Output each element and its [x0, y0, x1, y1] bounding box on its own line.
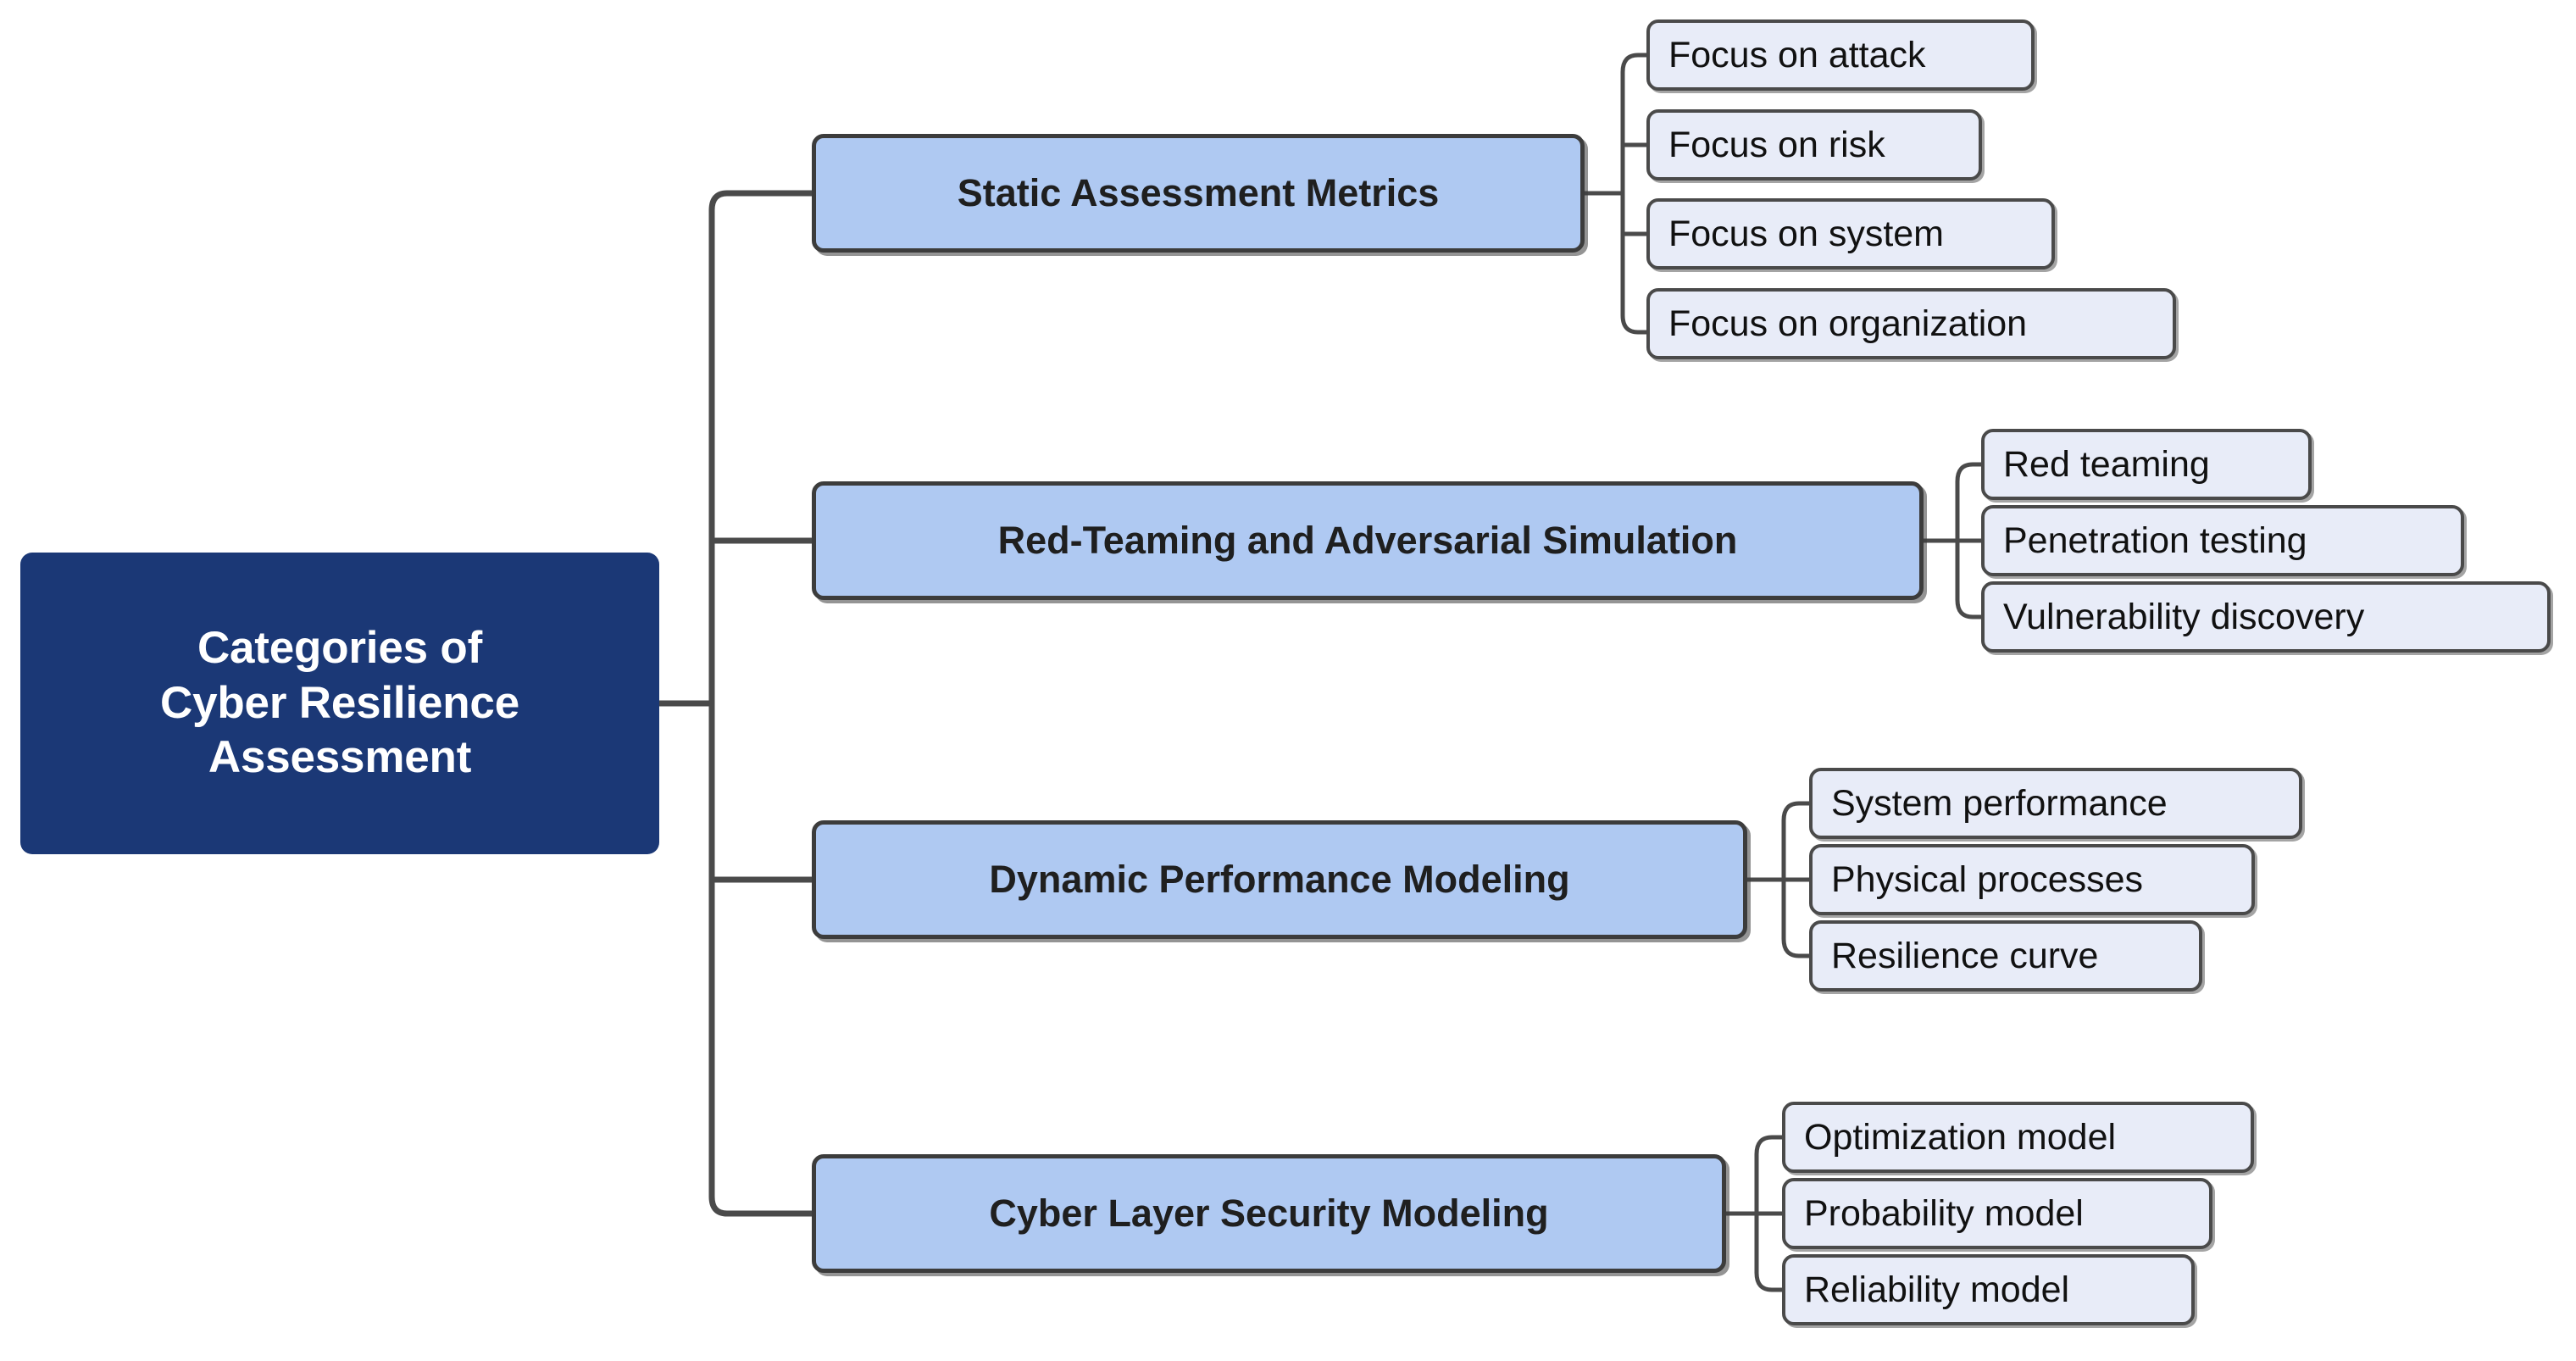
root-line-1: Categories of	[197, 623, 483, 674]
leaf-label: Focus on system	[1668, 213, 1944, 254]
category-label: Dynamic Performance Modeling	[989, 858, 1570, 901]
connector-main-trunk	[708, 190, 761, 1217]
leaf-label: Red teaming	[2003, 443, 2210, 485]
category-label: Cyber Layer Security Modeling	[989, 1192, 1549, 1235]
category-node-red-teaming-and-adversarial-simulation[interactable]: Red-Teaming and Adversarial Simulation	[812, 481, 1924, 600]
leaf-node-focus-on-risk[interactable]: Focus on risk	[1646, 109, 1982, 181]
category-node-cyber-layer-security-modeling[interactable]: Cyber Layer Security Modeling	[812, 1154, 1726, 1273]
leaf-label: Vulnerability discovery	[2003, 596, 2365, 637]
leaf-node-physical-processes[interactable]: Physical processes	[1809, 844, 2255, 915]
leaf-node-reliability-model[interactable]: Reliability model	[1782, 1254, 2195, 1325]
connector-g4-trunk	[1754, 1135, 1782, 1292]
leaf-label: Probability model	[1804, 1192, 2084, 1234]
leaf-node-focus-on-attack[interactable]: Focus on attack	[1646, 19, 2035, 91]
leaf-node-probability-model[interactable]: Probability model	[1782, 1178, 2212, 1249]
connector-g3-trunk	[1781, 801, 1809, 958]
category-node-dynamic-performance-modeling[interactable]: Dynamic Performance Modeling	[812, 820, 1747, 939]
connector-g1-trunk	[1620, 53, 1646, 335]
leaf-node-optimization-model[interactable]: Optimization model	[1782, 1102, 2254, 1173]
category-label: Static Assessment Metrics	[957, 171, 1440, 214]
leaf-node-resilience-curve[interactable]: Resilience curve	[1809, 920, 2202, 992]
leaf-label: Physical processes	[1831, 858, 2144, 900]
root-line-3: Assessment	[208, 732, 472, 783]
leaf-node-focus-on-organization[interactable]: Focus on organization	[1646, 288, 2176, 359]
category-label: Red-Teaming and Adversarial Simulation	[997, 519, 1738, 562]
root-line-2: Cyber Resilience	[160, 677, 519, 728]
category-node-static-assessment-metrics[interactable]: Static Assessment Metrics	[812, 134, 1585, 253]
leaf-label: Reliability model	[1804, 1269, 2070, 1310]
leaf-label: Focus on organization	[1668, 303, 2028, 344]
leaf-node-focus-on-system[interactable]: Focus on system	[1646, 198, 2055, 269]
root-node[interactable]: Categories of Cyber Resilience Assessmen…	[20, 553, 659, 854]
root-node-label: Categories of Cyber Resilience Assessmen…	[20, 621, 659, 786]
leaf-label: Resilience curve	[1831, 935, 2099, 976]
leaf-node-red-teaming[interactable]: Red teaming	[1981, 429, 2312, 500]
leaf-node-penetration-testing[interactable]: Penetration testing	[1981, 505, 2464, 576]
leaf-node-vulnerability-discovery[interactable]: Vulnerability discovery	[1981, 581, 2551, 653]
leaf-label: Penetration testing	[2003, 519, 2307, 561]
leaf-label: Focus on attack	[1668, 34, 1926, 75]
leaf-label: Focus on risk	[1668, 124, 1885, 165]
leaf-label: System performance	[1831, 782, 2168, 824]
leaf-label: Optimization model	[1804, 1116, 2117, 1158]
connector-g2-trunk	[1955, 462, 1981, 619]
leaf-node-system-performance[interactable]: System performance	[1809, 768, 2302, 839]
